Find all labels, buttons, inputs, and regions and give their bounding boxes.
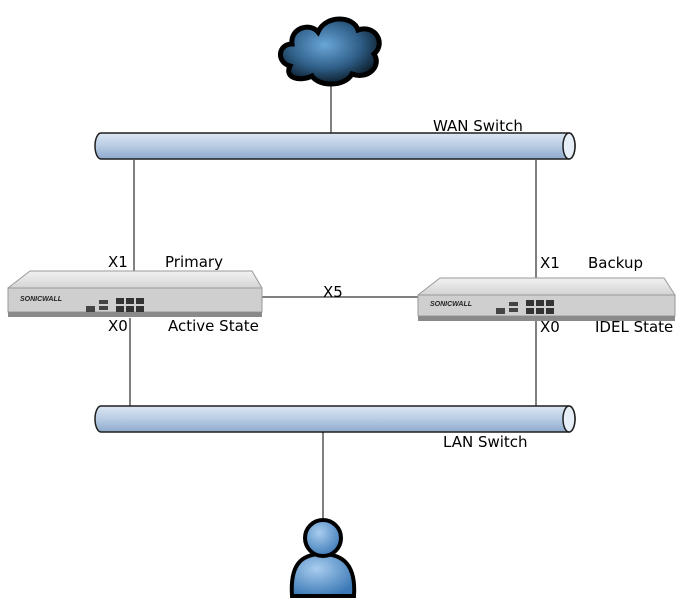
backup-x1-label: X1 [540,254,560,272]
wan-switch [94,132,576,160]
primary-state-label: Active State [168,317,259,335]
backup-x0-label: X0 [540,318,560,336]
primary-x0-label: X0 [108,317,128,335]
primary-logo: SONICWALL [20,296,62,303]
x5-label: X5 [323,283,343,301]
cloud-icon [278,16,382,87]
lan-switch [94,405,576,433]
primary-x1-label: X1 [108,253,128,271]
primary-name-label: Primary [165,253,223,271]
lan-switch-label: LAN Switch [443,433,528,451]
user-icon [289,518,357,598]
primary-firewall-icon: SONICWALL [7,270,263,317]
backup-name-label: Backup [588,254,643,272]
wan-switch-label: WAN Switch [433,117,523,135]
backup-logo: SONICWALL [430,301,472,308]
backup-firewall-icon: SONICWALL [417,277,676,321]
backup-state-label: IDEL State [595,318,673,336]
